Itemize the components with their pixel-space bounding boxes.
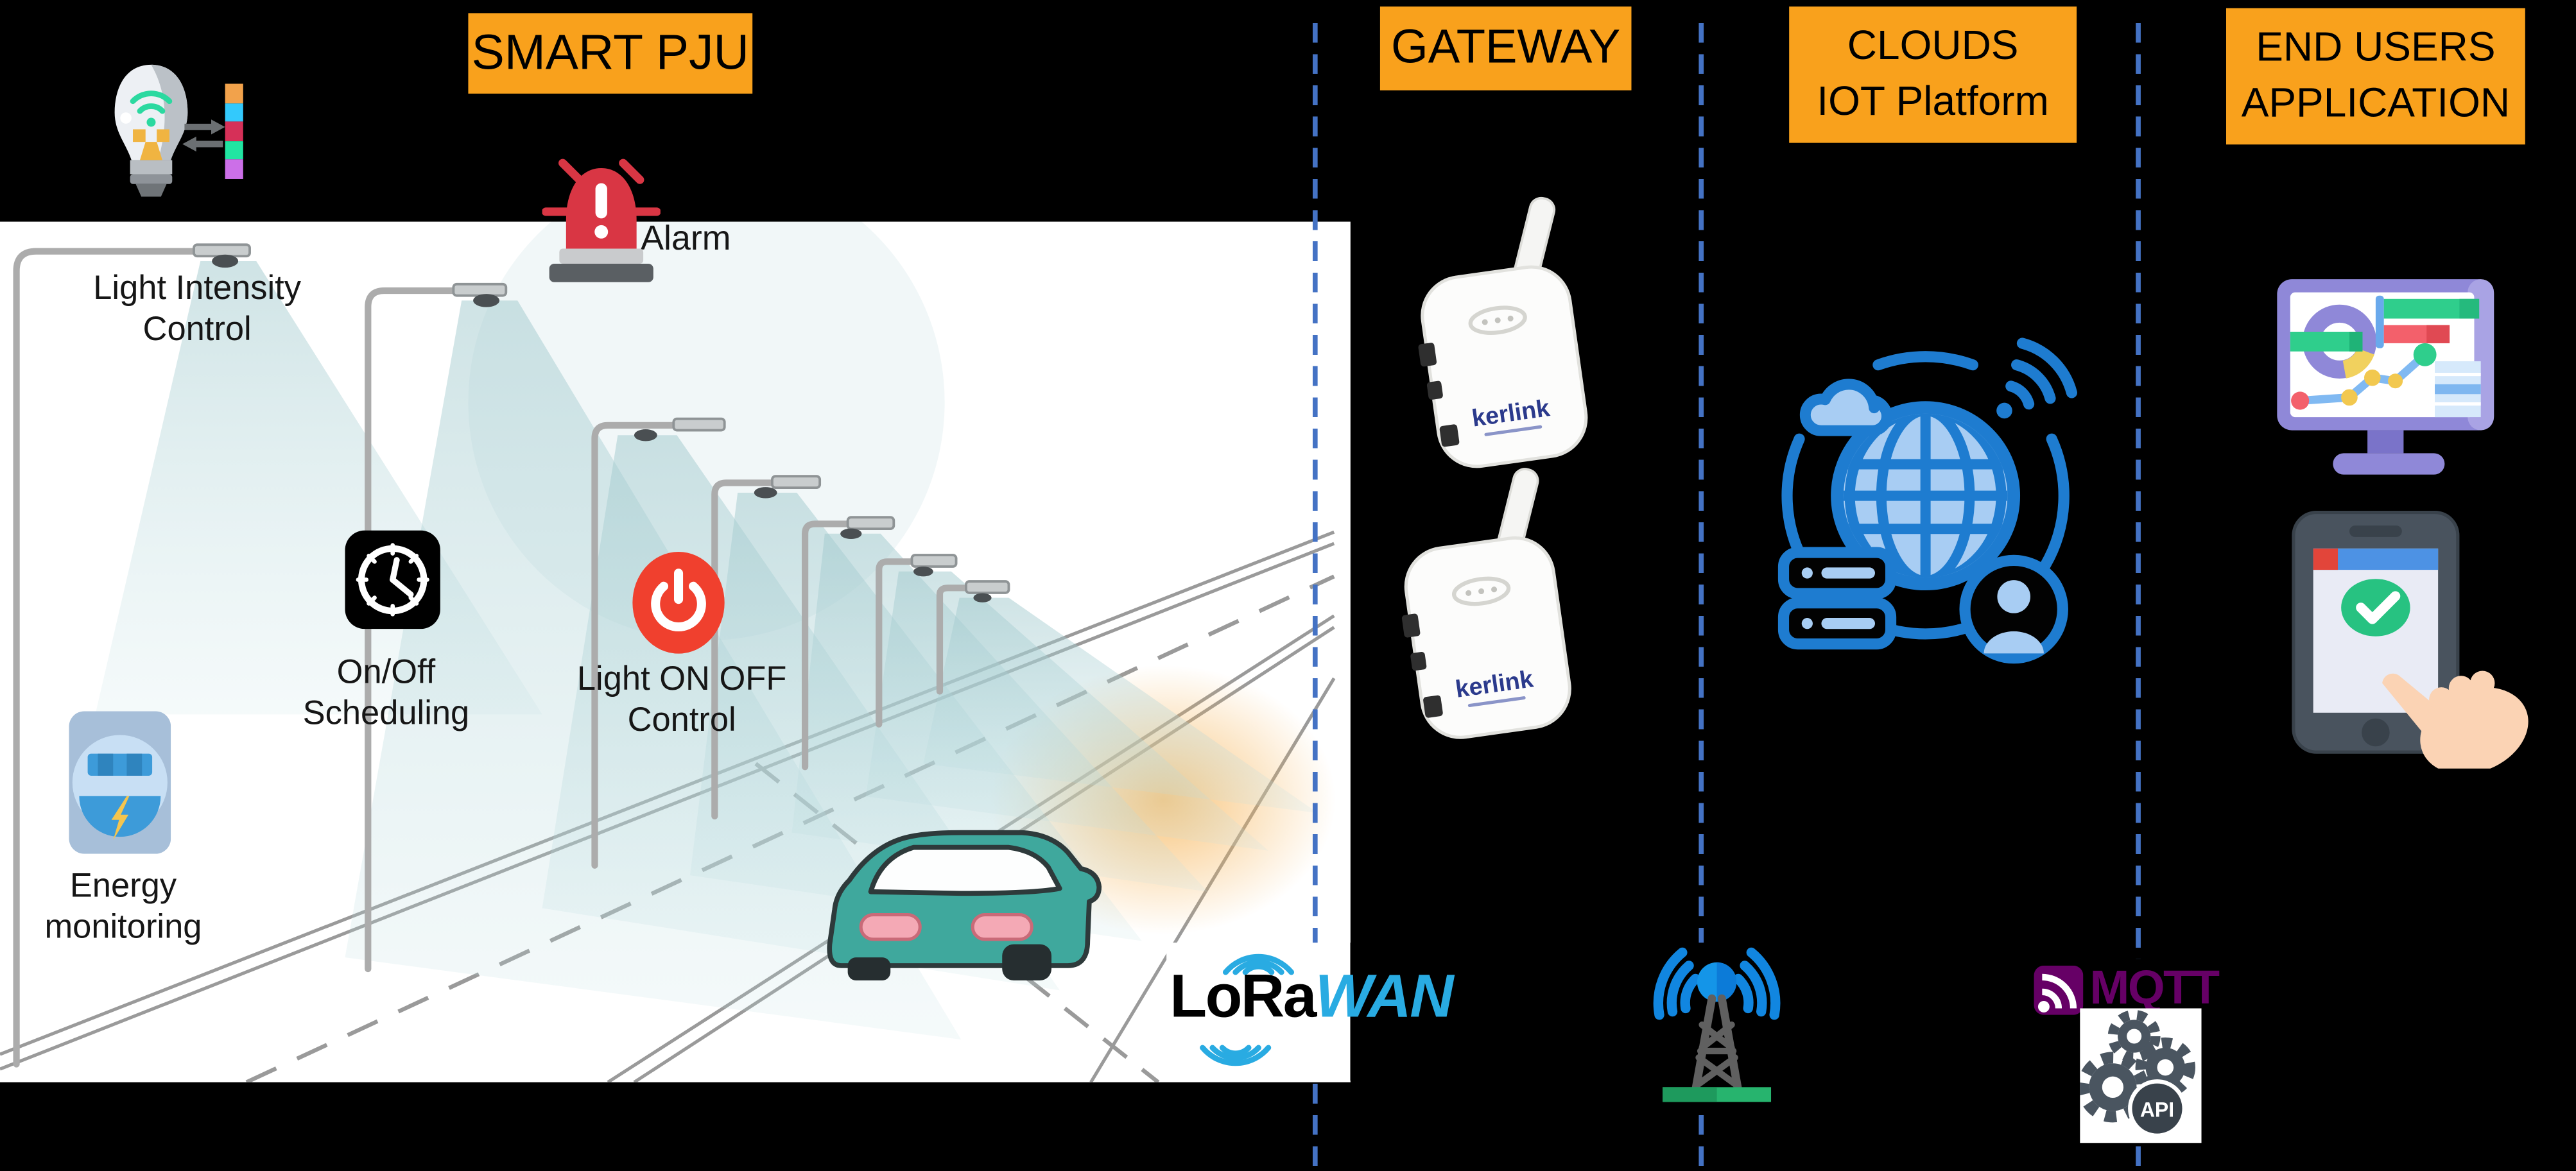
header-clouds: CLOUDS IOT Platform <box>1789 6 2077 143</box>
cloud-iot-icon <box>1777 338 2077 664</box>
label-light-intensity: Light Intensity Control <box>93 269 302 349</box>
gateway-device-icon: kerlink <box>1418 196 1588 468</box>
label-alarm: Alarm <box>641 219 731 258</box>
header-smart-pju: SMART PJU <box>468 13 753 94</box>
separator-dashed-line-3 <box>2136 22 2141 1171</box>
mobile-app-icon <box>2292 510 2528 769</box>
car <box>827 830 1102 980</box>
header-gateway-label: GATEWAY <box>1390 21 1621 74</box>
road-dashed-center-line <box>245 574 1335 1084</box>
api-badge <box>2128 1079 2186 1138</box>
alarm-icon <box>542 158 661 282</box>
header-end-users: END USERS APPLICATION <box>2226 8 2525 145</box>
dashboard-monitor-icon <box>2277 279 2494 475</box>
wifi-icon <box>2005 338 2077 410</box>
mqtt-wordmark: MQTT <box>2089 962 2220 1015</box>
mqtt-signal-icon <box>2034 964 2084 1014</box>
server-icon <box>1777 547 1897 650</box>
label-light-on-off: Light ON OFF Control <box>576 660 787 740</box>
color-bar-segment <box>225 160 243 179</box>
energy-meter-icon <box>69 711 171 854</box>
lorawan-wordmark: LoRaWAN <box>1170 962 1453 1030</box>
clock-icon <box>345 530 440 629</box>
street-scene-panel: Light Intensity Control Alarm On/Off Sch… <box>0 164 1351 1084</box>
color-bar-segment <box>225 103 243 122</box>
header-clouds-line1: CLOUDS <box>1847 22 2019 69</box>
data-exchange-icon <box>182 119 225 152</box>
check-icon <box>2341 579 2410 637</box>
header-gateway: GATEWAY <box>1379 6 1632 90</box>
color-bar-segment <box>225 83 243 103</box>
lorawan-logo: LoRaWAN <box>1166 943 1454 1081</box>
separator-dashed-line-1 <box>1312 22 1318 1171</box>
label-on-off-scheduling: On/Off Scheduling <box>302 653 470 733</box>
power-icon <box>632 551 725 654</box>
separator-dashed-line-2 <box>1699 22 1704 1171</box>
color-bar-segment <box>225 141 243 160</box>
label-energy-monitoring: Energy monitoring <box>44 867 202 947</box>
header-smart-pju-label: SMART PJU <box>471 26 750 81</box>
dashboard-charts <box>2290 295 2481 418</box>
smart-bulb-icon <box>114 64 188 197</box>
cloud-icon <box>1799 379 1892 436</box>
lorawan-bottom-arcs-icon <box>1200 1045 1272 1066</box>
gear-icon <box>2107 1010 2161 1063</box>
user-icon <box>1959 554 2068 664</box>
header-clouds-line2: IOT Platform <box>1817 78 2049 125</box>
color-bar-segment <box>225 121 243 141</box>
gateway-device-icon: kerlink <box>1401 468 1571 739</box>
status-color-bar <box>225 83 243 179</box>
api-label: API <box>2140 1098 2174 1121</box>
header-end-users-line1: END USERS <box>2256 24 2496 71</box>
header-end-users-line2: APPLICATION <box>2241 80 2511 127</box>
lorawan-top-arcs-icon <box>1222 953 1295 975</box>
gear-icon <box>2135 1037 2195 1098</box>
street-light-heads <box>193 243 1010 603</box>
hand-icon <box>2382 671 2528 769</box>
street-light-poles <box>13 248 1009 1068</box>
api-gears-icon: API <box>2080 1008 2202 1143</box>
antenna-tower-icon <box>1643 943 1791 1107</box>
